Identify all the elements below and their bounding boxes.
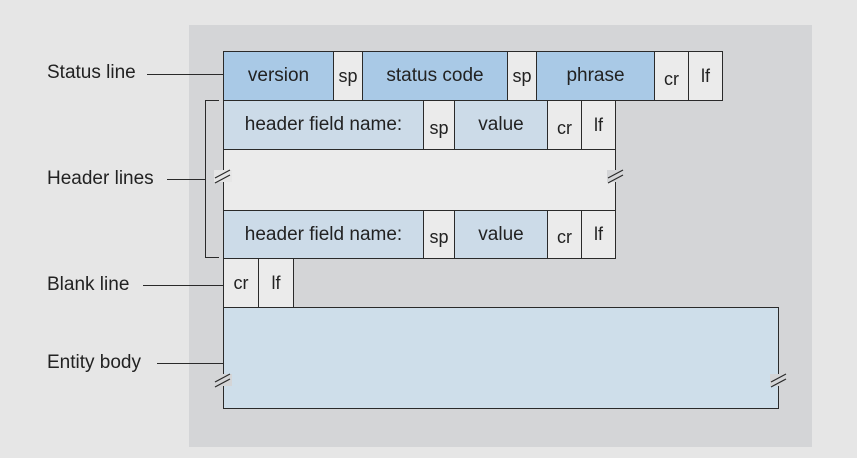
entity-body-box [223,307,779,409]
header-lines-label: Header lines [47,168,154,189]
status-line-label: Status line [47,62,136,83]
break-mark-body-left [214,373,232,388]
lf-field: lf [581,210,616,259]
sp-field: sp [423,100,455,150]
break-mark-header-left [214,169,232,184]
phrase-field: phrase [536,51,655,101]
header-lines-leader [167,179,205,180]
header-field-name: header field name: [223,210,424,259]
omitted-header-lines [223,149,616,211]
cr-field: cr [547,210,582,259]
bracket-bottom-tick [205,257,219,258]
entity-body-label: Entity body [47,352,141,373]
header-value-field: value [454,210,548,259]
entity-body-leader [157,363,224,364]
status-code-field: status code [362,51,508,101]
lf-field: lf [581,100,616,150]
header-field-name: header field name: [223,100,424,150]
blank-line-leader [143,285,224,286]
version-field: version [223,51,334,101]
cr-field: cr [654,51,689,101]
status-line-leader [147,74,224,75]
lf-field: lf [258,258,294,308]
bracket-top-tick [205,100,219,101]
cr-field: cr [223,258,259,308]
break-mark-body-right [770,373,788,388]
header-lines-bracket [205,100,206,258]
blank-line-label: Blank line [47,274,130,295]
lf-field: lf [688,51,723,101]
break-mark-header-right [607,169,625,184]
sp-field: sp [423,210,455,259]
